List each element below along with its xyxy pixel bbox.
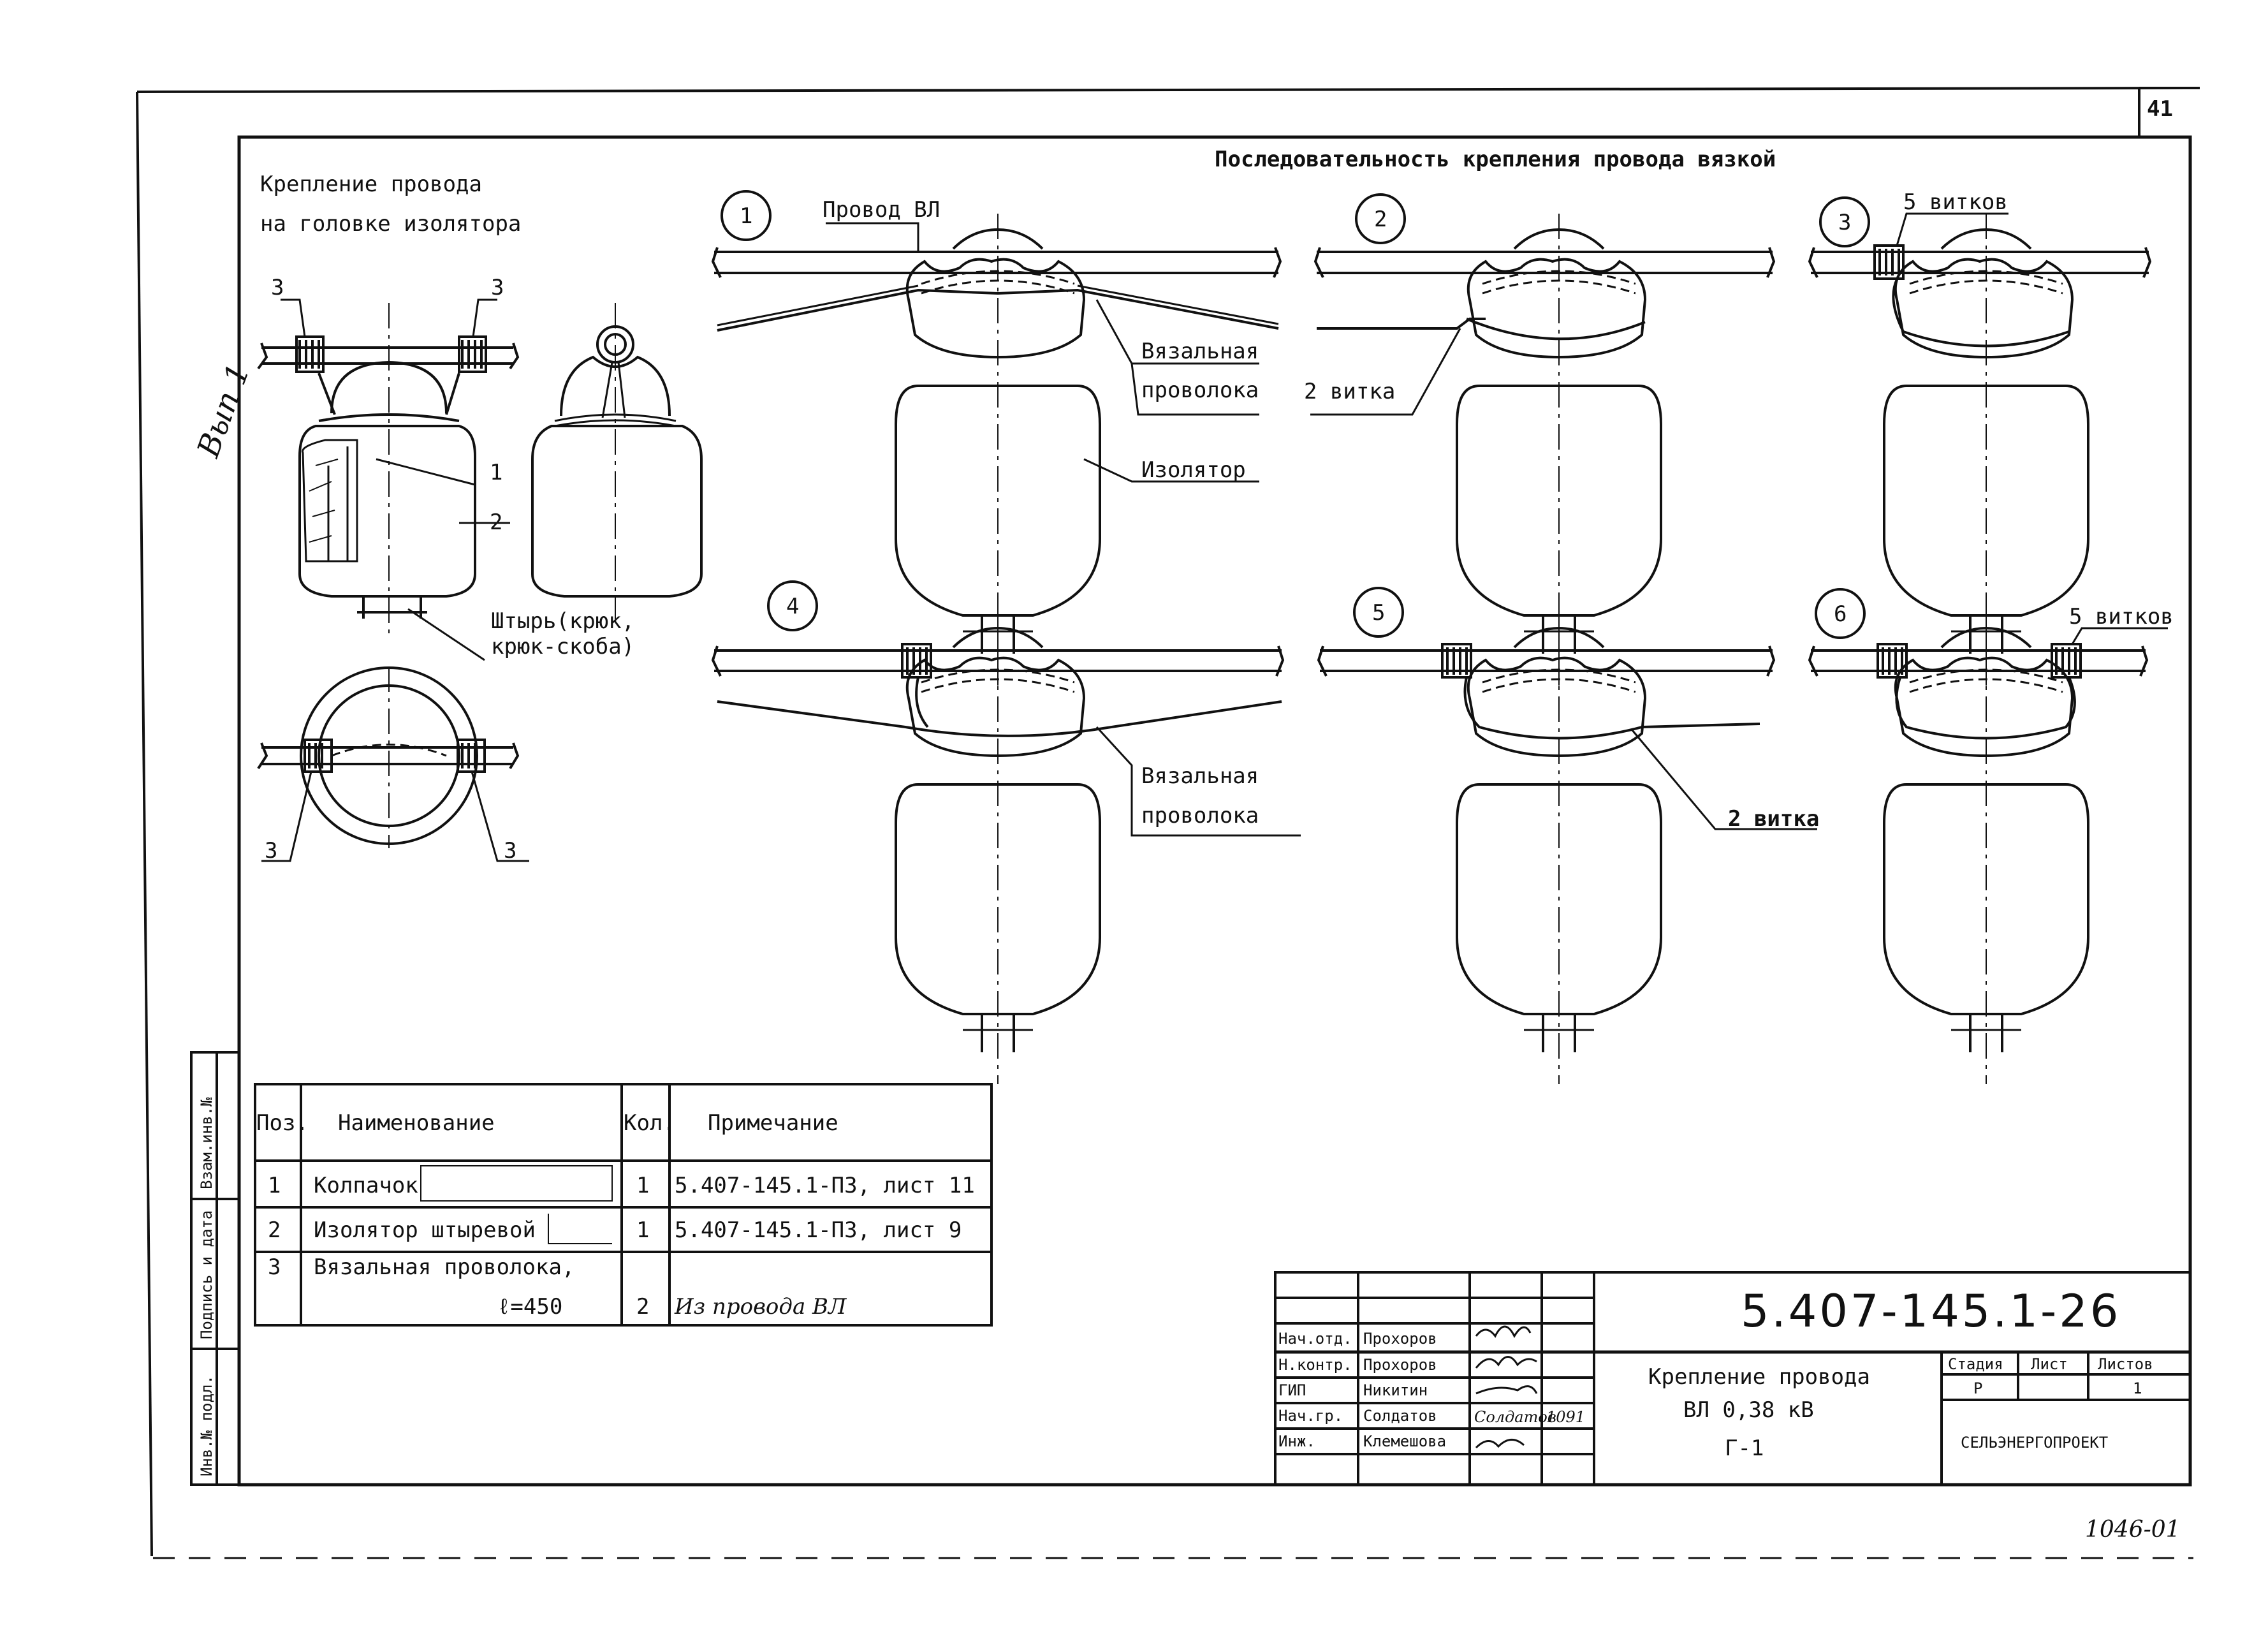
- step-1-label-tie-wire-1: Вязальная: [1141, 339, 1259, 364]
- name-5: Клемешова: [1363, 1432, 1446, 1450]
- spec-row1-pos: 1: [268, 1173, 281, 1198]
- spec-row3-length: ℓ=450: [497, 1294, 562, 1320]
- spec-row2-qty: 1: [636, 1217, 649, 1243]
- spec-row3-pos: 3: [268, 1254, 281, 1280]
- callout-3-bottom-left: 3: [265, 838, 277, 864]
- step-2-number: 2: [1374, 207, 1387, 232]
- sheets-header: Листов: [2098, 1355, 2153, 1373]
- name-3: Никитин: [1363, 1381, 1428, 1399]
- step-3-diagram: [1808, 212, 2152, 687]
- signature-soldatov: Солдатов: [1474, 1408, 1556, 1426]
- role-engineer: Инж.: [1278, 1432, 1315, 1450]
- callout-2: 2: [490, 510, 502, 535]
- insulator-top-view: [257, 666, 529, 862]
- role-group-head: Нач.гр.: [1278, 1407, 1343, 1425]
- spec-row3-name: Вязальная проволока,: [314, 1254, 574, 1280]
- step-6-label-turns: 5 витков: [2069, 604, 2174, 629]
- step-1-diagram: [711, 212, 1282, 687]
- spec-header-pos: Поз.: [256, 1110, 309, 1136]
- step-3-badge: [1819, 196, 1870, 247]
- step-4-badge: [767, 580, 818, 631]
- spec-row2-note: 5.407-145.1-ПЗ, лист 9: [675, 1217, 962, 1243]
- callout-1: 1: [490, 460, 502, 485]
- stamp-replace-inv: Взам.инв.№: [198, 1097, 216, 1189]
- left-title-line2: на головке изолятора: [260, 211, 521, 237]
- spec-row2-name: Изолятор штыревой: [314, 1217, 536, 1243]
- step-4-label-tie-wire-1: Вязальная: [1141, 763, 1259, 789]
- step-4-number: 4: [786, 594, 799, 619]
- step-1-label-wire: Провод ВЛ: [823, 197, 940, 223]
- bottom-handwritten-number: 1046-01: [2085, 1517, 2181, 1543]
- date-soldatov: 1091: [1546, 1408, 1585, 1426]
- sheets-value: 1: [2133, 1379, 2142, 1397]
- sheet-header: Лист: [2031, 1355, 2068, 1373]
- drawing-code: 5.407-145.1-26: [1741, 1285, 2121, 1337]
- step-2-label-turns: 2 витка: [1304, 379, 1395, 404]
- organization: СЕЛЬЭНЕРГОПРОЕКТ: [1961, 1434, 2108, 1452]
- spec-row1-name: Колпачок: [314, 1173, 418, 1198]
- main-heading: Последовательность крепления провода вяз…: [1215, 147, 1776, 172]
- stage-value: Р: [1973, 1379, 1982, 1397]
- outer-frame-top: [136, 87, 2200, 93]
- callout-3-bottom-right: 3: [504, 838, 516, 864]
- stamp-sign-date: Подпись и дата: [198, 1210, 216, 1339]
- step-5-number: 5: [1372, 600, 1385, 626]
- title-block: [1274, 1271, 2191, 1486]
- step-1-label-tie-wire-2: проволока: [1141, 378, 1259, 403]
- pin-label-line2: крюк-скоба): [491, 634, 634, 659]
- spec-row2-pos: 2: [268, 1217, 281, 1243]
- step-6-diagram: [1808, 611, 2168, 1085]
- pin-label-line1: Штырь(крюк,: [491, 608, 634, 634]
- name-1: Прохоров: [1363, 1330, 1437, 1348]
- left-title-line1: Крепление провода: [260, 172, 482, 197]
- step-6-number: 6: [1834, 601, 1847, 627]
- insulator-side-view: [531, 303, 703, 622]
- step-3-label-turns: 5 витков: [1903, 189, 2008, 215]
- spec-row1-qty: 1: [636, 1173, 649, 1198]
- insulator-section-view: [257, 298, 520, 661]
- callout-3-right: 3: [491, 275, 504, 300]
- spec-table: [254, 1083, 993, 1327]
- step-5-diagram: [1317, 611, 1817, 1085]
- step-6-badge: [1815, 588, 1866, 639]
- step-4-diagram: [711, 611, 1301, 1085]
- role-chief-engineer: ГИП: [1278, 1381, 1306, 1399]
- stamp-inv-original: Инв.№ подл.: [198, 1375, 216, 1476]
- title-line1: Крепление провода: [1648, 1364, 1870, 1390]
- name-2: Прохоров: [1363, 1356, 1437, 1374]
- spec-row3-qty: 2: [636, 1294, 649, 1320]
- outer-frame-left: [136, 91, 153, 1557]
- step-4-label-tie-wire-2: проволока: [1141, 803, 1259, 828]
- spec-header-note: Примечание: [708, 1110, 838, 1136]
- stage-header: Стадия: [1948, 1355, 2003, 1373]
- step-1-label-insulator: Изолятор: [1141, 457, 1246, 483]
- spec-row3-note: Из провода ВЛ: [674, 1294, 847, 1320]
- page-number: 41: [2147, 96, 2173, 122]
- side-handwritten-note: Вып 1: [190, 359, 257, 462]
- step-3-number: 3: [1838, 210, 1851, 235]
- callout-3-left: 3: [271, 275, 284, 300]
- inner-frame: [237, 135, 2192, 1487]
- side-stamp: [190, 1051, 240, 1486]
- signatures: [1475, 1325, 1538, 1449]
- spec-header-name: Наименование: [338, 1110, 495, 1136]
- title-line3: Г-1: [1725, 1436, 1764, 1461]
- step-2-badge: [1355, 193, 1406, 244]
- step-2-diagram: [1310, 212, 1776, 687]
- name-4: Солдатов: [1363, 1407, 1437, 1425]
- step-5-badge: [1353, 587, 1404, 638]
- step-1-badge: [721, 190, 772, 241]
- spec-header-qty: Кол.: [624, 1110, 676, 1136]
- step-5-label-turns: 2 витка: [1728, 806, 1819, 832]
- role-norm-control: Н.контр.: [1278, 1356, 1352, 1374]
- title-line2: ВЛ 0,38 кВ: [1683, 1397, 1814, 1423]
- spec-row1-note: 5.407-145.1-ПЗ, лист 11: [675, 1173, 975, 1198]
- role-head-dept: Нач.отд.: [1278, 1330, 1352, 1348]
- step-1-number: 1: [740, 203, 752, 229]
